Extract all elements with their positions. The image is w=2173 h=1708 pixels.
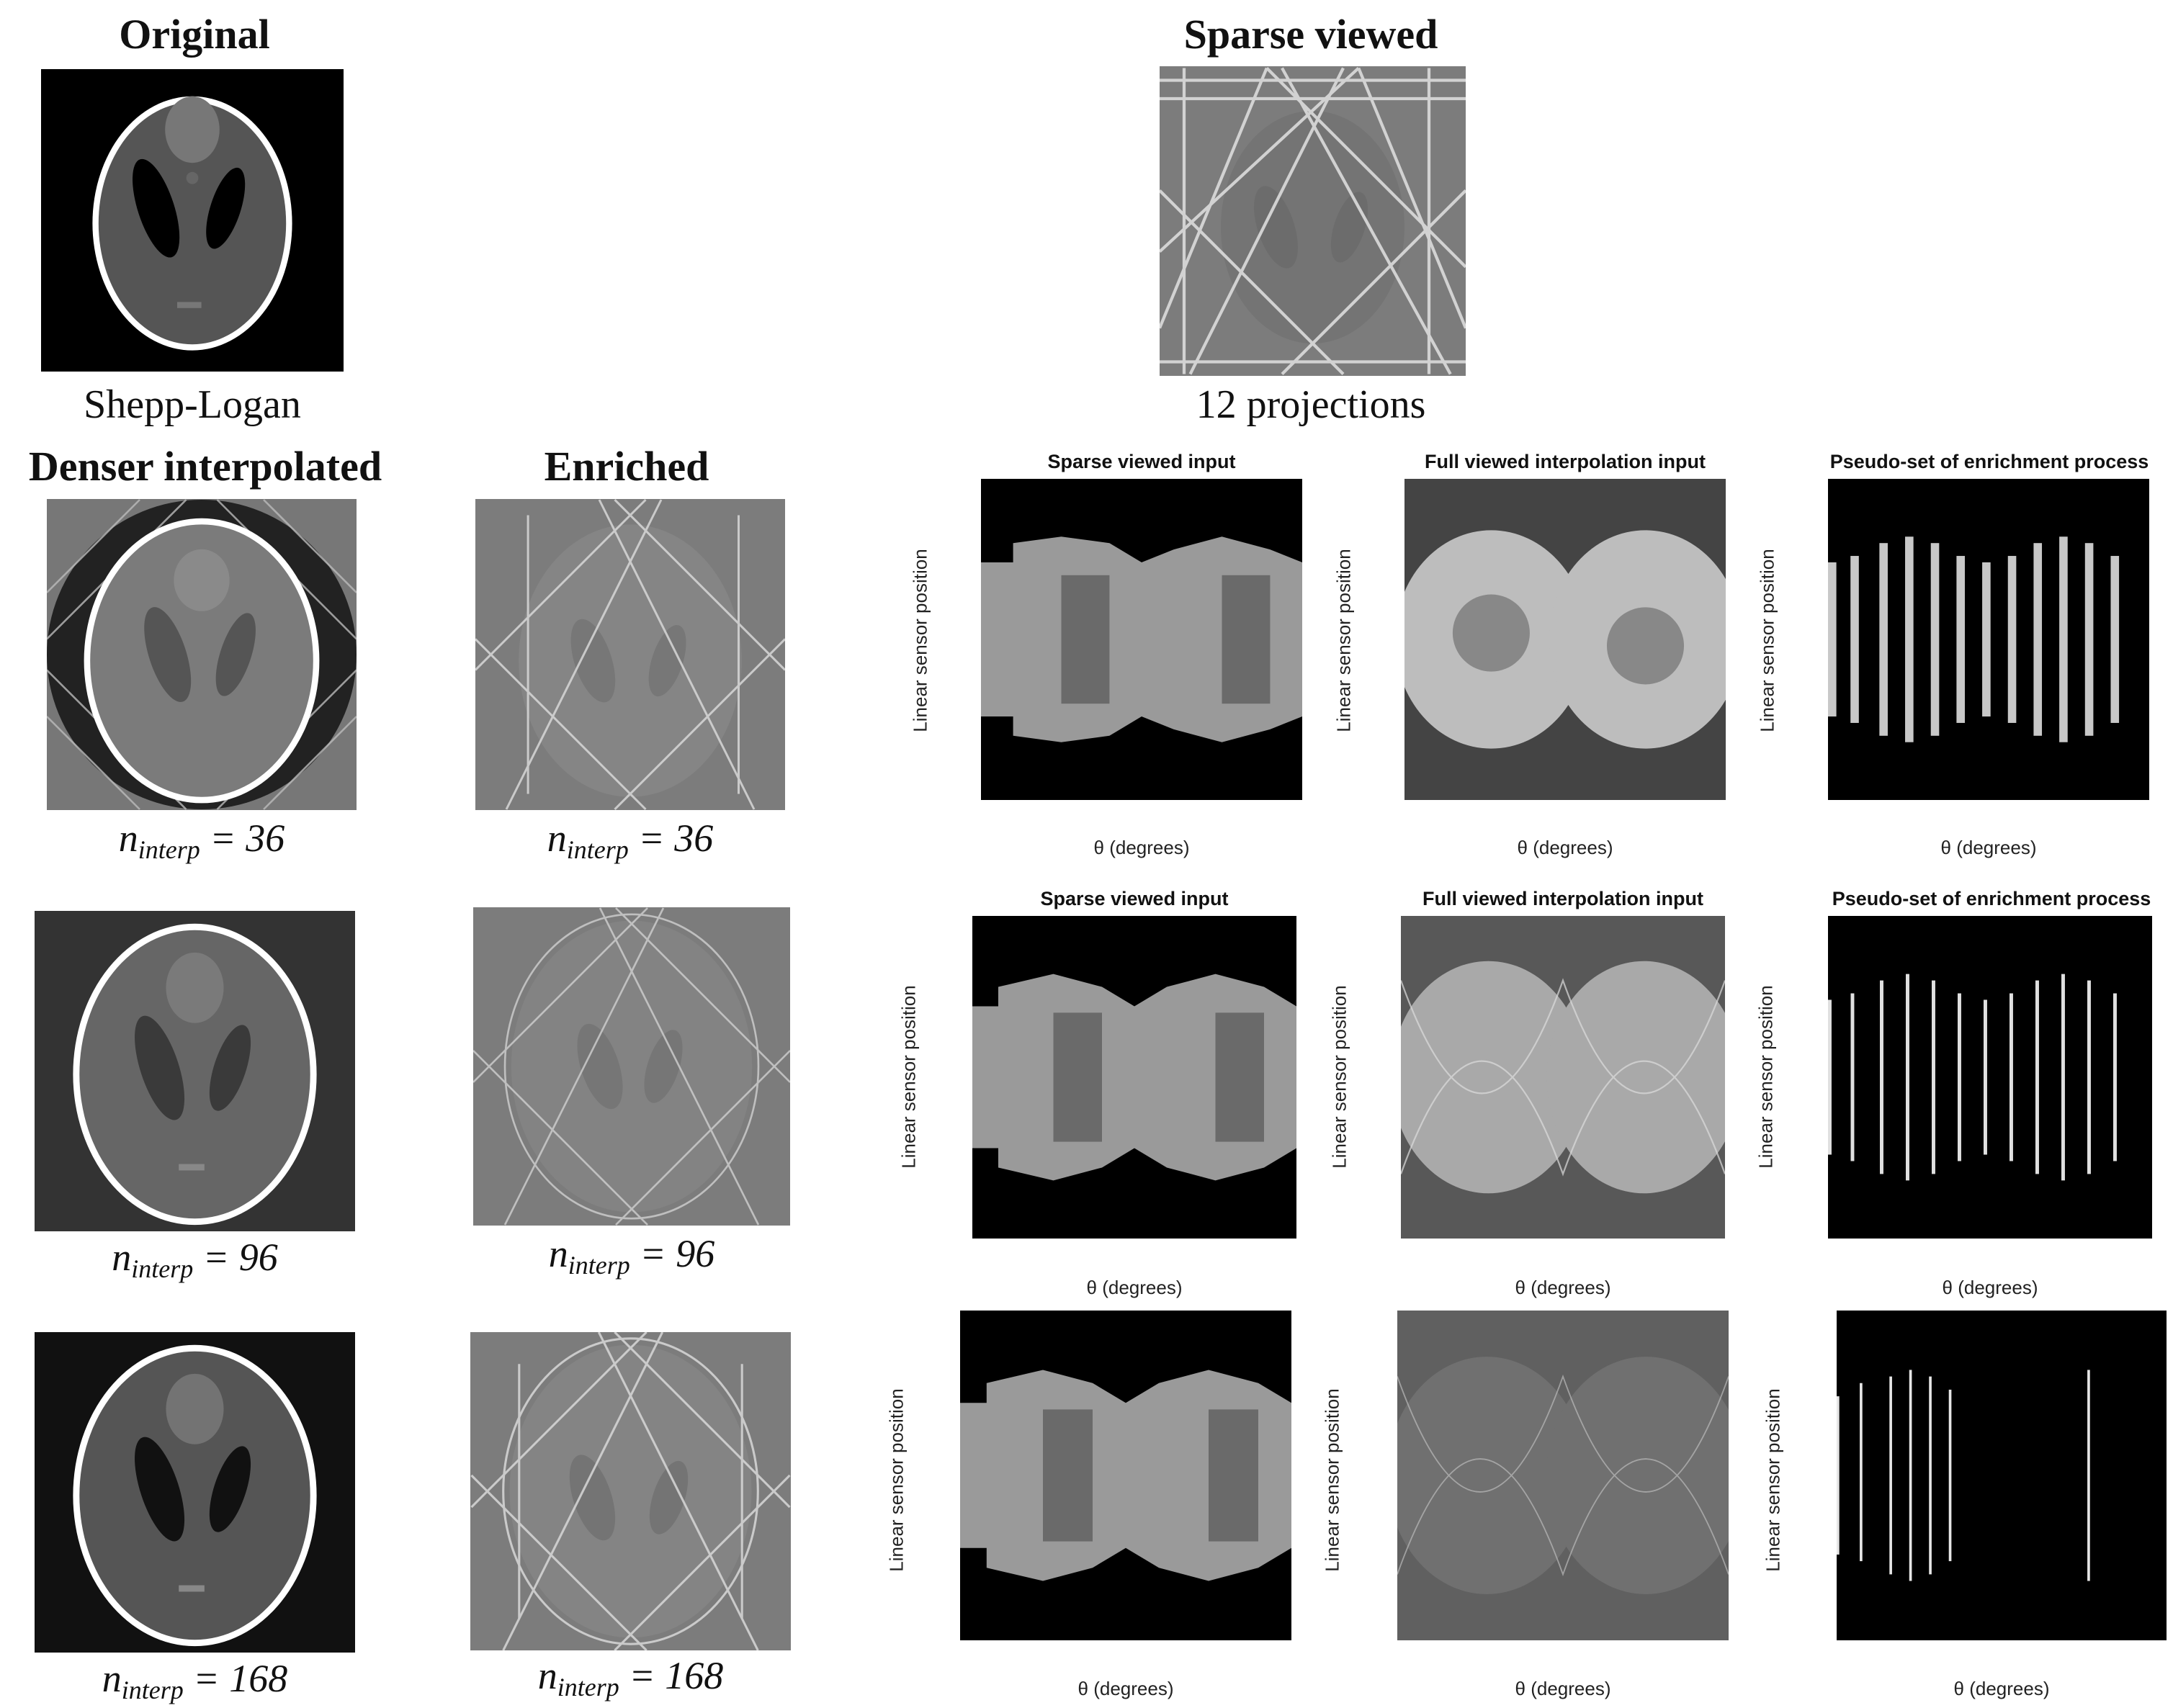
xlabel-pseudo-2: θ (degrees) — [1942, 1277, 2038, 1298]
projection-bar — [1982, 562, 1991, 717]
equation-enriched-36: ninterp = 36 — [547, 817, 714, 864]
projection-bar — [1930, 543, 1940, 736]
sinogram-title-full-2: Full viewed interpolation input — [1422, 888, 1703, 909]
enriched-image-96 — [473, 907, 790, 1226]
xlabel-full-2: θ (degrees) — [1515, 1277, 1611, 1298]
projection-bar — [1828, 999, 1832, 1155]
caption-projections: 12 projections — [1196, 382, 1426, 427]
original-phantom-image — [41, 69, 344, 372]
sinogram-sparse-3 — [960, 1311, 1291, 1640]
projection-bar — [1850, 556, 1859, 723]
enriched-image-36 — [475, 499, 785, 810]
ylabel-full-3: Linear sensor position — [1321, 1388, 1343, 1572]
sinogram-title-sparse-2: Sparse viewed input — [1040, 888, 1229, 909]
sinogram-full-2 — [1401, 916, 1725, 1239]
xlabel-sparse-1: θ (degrees) — [1093, 837, 1190, 858]
ylabel-sparse-3: Linear sensor position — [885, 1388, 908, 1572]
ylabel-sparse-2: Linear sensor position — [897, 985, 920, 1169]
ylabel-pseudo-2: Linear sensor position — [1755, 985, 1777, 1169]
denser-interpolated-image-36 — [47, 499, 357, 810]
ylabel-pseudo-1: Linear sensor position — [1756, 549, 1778, 732]
projection-bar — [1956, 556, 1965, 723]
equation-denser-36: ninterp = 36 — [118, 817, 285, 864]
projection-bar — [1879, 543, 1888, 736]
projection-bar — [1828, 562, 1837, 717]
caption-shepp-logan: Shepp-Logan — [84, 382, 301, 427]
projection-bar — [1958, 993, 1961, 1161]
xlabel-pseudo-3: θ (degrees) — [1953, 1678, 2050, 1699]
header-original: Original — [119, 11, 270, 58]
projection-bar — [1984, 999, 1987, 1155]
xlabel-sparse-2: θ (degrees) — [1086, 1277, 1183, 1298]
projection-bar — [2010, 993, 2013, 1161]
equation-denser-168: ninterp = 168 — [102, 1657, 288, 1704]
sinogram-title-sparse-1: Sparse viewed input — [1047, 451, 1236, 472]
denser-interpolated-image-168 — [35, 1332, 355, 1653]
sinogram-full-3 — [1397, 1311, 1729, 1640]
sinogram-title-pseudo-1: Pseudo-set of enrichment process — [1829, 451, 2149, 472]
projection-bar — [2033, 543, 2043, 736]
equation-denser-96: ninterp = 96 — [112, 1236, 278, 1283]
projection-bar — [2113, 993, 2117, 1161]
sinogram-title-pseudo-2: Pseudo-set of enrichment process — [1832, 888, 2151, 909]
equation-enriched-96: ninterp = 96 — [548, 1232, 715, 1280]
header-enriched: Enriched — [544, 443, 709, 490]
projection-bar — [2007, 556, 2017, 723]
sinogram-full-1 — [1404, 479, 1726, 800]
sinogram-pseudo-3 — [1837, 1311, 2167, 1640]
projection-bar — [1909, 1370, 1912, 1581]
projection-bar — [2061, 974, 2065, 1181]
projection-bar — [1850, 993, 1855, 1161]
denser-interpolated-image-96 — [35, 911, 355, 1231]
projection-bar — [1929, 1376, 1932, 1575]
projection-bar — [1860, 1383, 1863, 1562]
sinogram-pseudo-2 — [1828, 916, 2152, 1239]
projection-bar — [2035, 980, 2039, 1174]
projection-bar — [1906, 974, 1909, 1181]
header-denser-interpolated: Denser interpolated — [28, 443, 382, 490]
xlabel-pseudo-1: θ (degrees) — [1940, 837, 2037, 858]
enriched-image-168 — [470, 1332, 791, 1650]
xlabel-sparse-3: θ (degrees) — [1077, 1678, 1174, 1699]
projection-bar — [1880, 980, 1883, 1174]
projection-bar — [1837, 1396, 1840, 1555]
xlabel-full-1: θ (degrees) — [1517, 837, 1613, 858]
projection-bar — [2087, 980, 2091, 1174]
projection-bar — [2110, 556, 2120, 723]
sinogram-sparse-1 — [981, 479, 1302, 800]
ylabel-full-1: Linear sensor position — [1332, 549, 1355, 732]
ylabel-sparse-1: Linear sensor position — [909, 549, 931, 732]
projection-bar — [2087, 1370, 2090, 1581]
projection-bar — [2059, 536, 2068, 742]
projection-bar — [1932, 980, 1935, 1174]
ylabel-full-2: Linear sensor position — [1328, 985, 1350, 1169]
projection-bar — [2084, 543, 2094, 736]
xlabel-full-3: θ (degrees) — [1515, 1678, 1611, 1699]
header-sparse-viewed: Sparse viewed — [1183, 11, 1438, 58]
projection-bar — [1889, 1376, 1892, 1575]
sinogram-sparse-2 — [972, 916, 1296, 1239]
sparse-viewed-image — [1160, 66, 1466, 376]
projection-bar — [1905, 536, 1914, 742]
projection-bar — [1948, 1389, 1952, 1562]
ylabel-pseudo-3: Linear sensor position — [1762, 1388, 1784, 1572]
equation-enriched-168: ninterp = 168 — [537, 1654, 724, 1702]
sinogram-title-full-1: Full viewed interpolation input — [1425, 451, 1706, 472]
sinogram-pseudo-1 — [1828, 479, 2149, 800]
